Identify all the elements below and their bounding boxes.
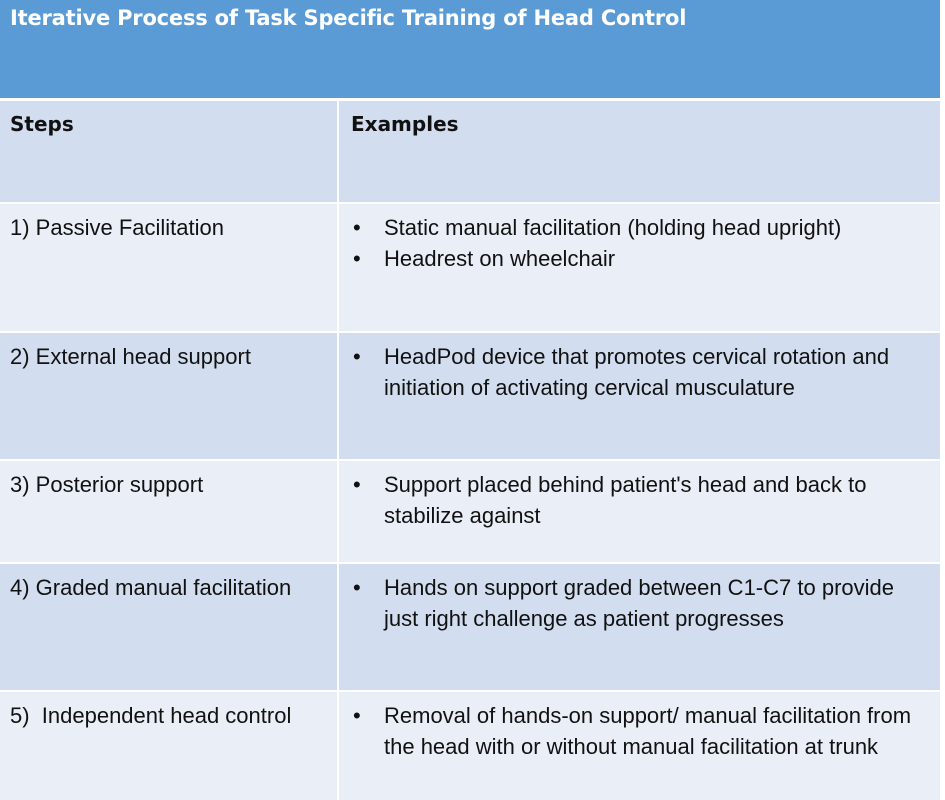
table-header-row: Steps Examples — [0, 101, 940, 204]
examples-cell: • Removal of hands-on support/ manual fa… — [339, 692, 940, 800]
bullet-icon: • — [353, 472, 361, 497]
examples-list: • HeadPod device that promotes cervical … — [351, 341, 932, 403]
step-cell: 1) Passive Facilitation — [0, 204, 339, 331]
bullet-icon: • — [353, 344, 361, 369]
examples-cell: • HeadPod device that promotes cervical … — [339, 333, 940, 459]
list-item: • HeadPod device that promotes cervical … — [351, 341, 932, 403]
table-row: 1) Passive Facilitation • Static manual … — [0, 204, 940, 333]
example-text: Removal of hands-on support/ manual faci… — [384, 703, 912, 759]
slide-title: Iterative Process of Task Specific Train… — [10, 6, 687, 30]
step-cell: 3) Posterior support — [0, 461, 339, 562]
list-item: • Static manual facilitation (holding he… — [351, 212, 932, 243]
list-item: • Headrest on wheelchair — [351, 243, 932, 274]
examples-list: • Static manual facilitation (holding he… — [351, 212, 932, 274]
steps-table: Steps Examples 1) Passive Facilitation •… — [0, 101, 940, 800]
table-row: 3) Posterior support • Support placed be… — [0, 461, 940, 564]
examples-list: • Support placed behind patient's head a… — [351, 469, 932, 531]
list-item: • Support placed behind patient's head a… — [351, 469, 932, 531]
list-item: • Removal of hands-on support/ manual fa… — [351, 700, 932, 762]
step-cell: 4) Graded manual facilitation — [0, 564, 339, 690]
header-examples: Examples — [351, 112, 459, 136]
examples-list: • Hands on support graded between C1-C7 … — [351, 572, 932, 634]
step-cell: 5) Independent head control — [0, 692, 339, 800]
title-bar: Iterative Process of Task Specific Train… — [0, 0, 940, 98]
table-row: 4) Graded manual facilitation • Hands on… — [0, 564, 940, 692]
table-row: 5) Independent head control • Removal of… — [0, 692, 940, 800]
example-text: Headrest on wheelchair — [384, 246, 616, 271]
examples-cell: • Static manual facilitation (holding he… — [339, 204, 940, 331]
examples-list: • Removal of hands-on support/ manual fa… — [351, 700, 932, 762]
example-text: Hands on support graded between C1-C7 to… — [384, 575, 894, 631]
example-text: Support placed behind patient's head and… — [384, 472, 867, 528]
header-steps: Steps — [0, 101, 339, 202]
bullet-icon: • — [353, 246, 361, 271]
example-text: Static manual facilitation (holding head… — [384, 215, 842, 240]
examples-cell: • Support placed behind patient's head a… — [339, 461, 940, 562]
bullet-icon: • — [353, 215, 361, 240]
list-item: • Hands on support graded between C1-C7 … — [351, 572, 932, 634]
examples-cell: • Hands on support graded between C1-C7 … — [339, 564, 940, 690]
bullet-icon: • — [353, 703, 361, 728]
bullet-icon: • — [353, 575, 361, 600]
example-text: HeadPod device that promotes cervical ro… — [384, 344, 890, 400]
table-row: 2) External head support • HeadPod devic… — [0, 333, 940, 461]
step-cell: 2) External head support — [0, 333, 339, 459]
